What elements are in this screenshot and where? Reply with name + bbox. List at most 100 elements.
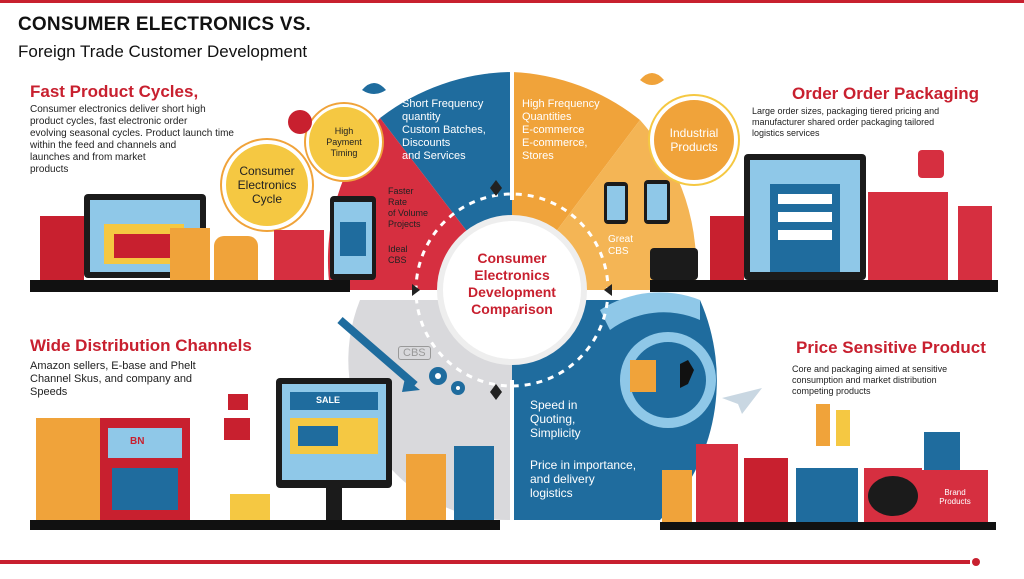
body-line: Amazon sellers, E-base and Phelt xyxy=(30,360,196,372)
blue-bottom-text-1: Speed in Quoting, Simplicity xyxy=(530,398,630,440)
orange-wedge-line: E-commerce xyxy=(522,124,585,136)
blue-bottom-line: Price in importance, xyxy=(530,458,637,472)
orange-storefront xyxy=(36,418,100,520)
page-title: CONSUMER ELECTRONICS VS. xyxy=(18,14,311,35)
body-line: within the feed and channels and xyxy=(30,140,177,151)
bubble-red-small xyxy=(288,110,312,134)
red-building xyxy=(868,192,948,280)
red-wedge-line: Projects xyxy=(388,219,421,229)
heading-fast-product-cycles: Fast Product Cycles, xyxy=(30,82,199,101)
body-line: Channel Skus, and company and xyxy=(30,373,193,385)
bubble-industrial: Industrial Products xyxy=(650,96,738,184)
blue-wedge-line: Discounts xyxy=(402,137,451,149)
orange-parcel xyxy=(406,454,446,520)
body-line: Large order sizes, packaging tiered pric… xyxy=(752,106,940,116)
phone-top-left xyxy=(330,196,376,280)
bubble-line: Electronics xyxy=(237,178,297,192)
orange-wedge-line: Quantities xyxy=(522,111,572,123)
red-crate-a xyxy=(696,444,738,522)
bubble-high-payment: High Payment Timing xyxy=(306,104,382,180)
orange-small-line: CBS xyxy=(608,246,629,257)
red-wedge-line: Ideal xyxy=(388,244,408,254)
bubble-line: Consumer xyxy=(239,164,295,178)
red-box-right xyxy=(864,468,922,522)
blue-shelf xyxy=(454,446,494,520)
center-line-4: Comparison xyxy=(471,301,553,317)
bottom-left-body: Amazon sellers, E-base and Phelt Channel… xyxy=(30,360,250,399)
heading-order-packaging: Order Order Packaging xyxy=(792,84,980,103)
body-line: launches and from market xyxy=(30,152,146,163)
top-left-body: Consumer electronics deliver short high … xyxy=(30,104,240,176)
bottom-accent-bar xyxy=(0,560,970,564)
body-line: logistics services xyxy=(752,128,820,138)
body-line: products xyxy=(30,164,69,175)
body-line: Speeds xyxy=(30,386,68,398)
orange-small-text: Great CBS xyxy=(608,234,648,258)
body-line: product cycles, fast electronic order xyxy=(30,116,188,127)
phone-top-right-b xyxy=(644,180,670,224)
blue-wedge-text: Short Frequency quantity Custom Batches,… xyxy=(402,98,502,163)
orange-box-top-left xyxy=(170,228,210,280)
red-wedge-line: Rate xyxy=(388,197,408,207)
monitor-bottom-left: SALE xyxy=(276,378,392,488)
body-line: manufacturer shared order packaging tail… xyxy=(752,117,935,127)
body-line: competing products xyxy=(792,386,871,396)
yellow-stack xyxy=(230,494,270,520)
blue-bottom-line: Simplicity xyxy=(530,426,581,440)
red-tag-b xyxy=(224,418,250,440)
body-line: evolving seasonal cycles. Product launch… xyxy=(30,128,234,139)
blue-wedge-line: Short Frequency xyxy=(402,98,484,110)
body-line: Core and packaging aimed at sensitive xyxy=(792,364,948,374)
blue-wedge-line: quantity xyxy=(402,111,441,123)
center-line-3: Development xyxy=(468,284,556,300)
red-wedge-line: CBS xyxy=(388,255,407,265)
bubble-consumer-cycle: Consumer Electronics Cycle xyxy=(222,140,312,230)
red-tag-a xyxy=(228,394,248,410)
blue-bottom-text-2: Price in importance, and delivery logist… xyxy=(530,458,670,500)
red-storefront: BN xyxy=(100,418,190,520)
ground-bottom-left xyxy=(30,520,500,530)
top-accent-bar xyxy=(0,0,1024,3)
center-circle xyxy=(437,215,587,365)
red-stack xyxy=(958,206,992,280)
monitor-sale-label: SALE xyxy=(316,395,341,405)
monitor-stand xyxy=(326,488,342,520)
paper-plane-icon xyxy=(722,388,762,414)
blue-wedge-line: Custom Batches, xyxy=(402,124,486,136)
orange-wedge-line: E-commerce, xyxy=(522,137,588,149)
bird-icon-right xyxy=(640,73,664,85)
body-line: consumption and market distribution xyxy=(792,375,937,385)
center-line-2: Electronics xyxy=(474,267,550,283)
heading-price-sensitive: Price Sensitive Product xyxy=(796,338,986,357)
orange-wedge-line: High Frequency xyxy=(522,98,600,110)
tablet-top-right xyxy=(650,248,698,280)
center-line-1: Consumer xyxy=(477,250,547,266)
heading-wide-distribution: Wide Distribution Channels xyxy=(30,336,252,355)
lightblue-arc xyxy=(600,292,700,330)
body-line: Consumer electronics deliver short high xyxy=(30,104,206,115)
orange-wedge-text: High Frequency Quantities E-commerce E-c… xyxy=(522,98,622,163)
monitor-top-right xyxy=(744,154,866,280)
bottom-right-body: Core and packaging aimed at sensitive co… xyxy=(792,364,1002,397)
ground-top-right xyxy=(650,280,998,292)
gift-box-blue xyxy=(924,432,960,470)
blue-wedge-line: and Services xyxy=(402,150,466,162)
top-right-body: Large order sizes, packaging tiered pric… xyxy=(752,106,1012,139)
orange-wedge-line: Stores xyxy=(522,150,554,162)
orange-small-line: Great xyxy=(608,234,634,245)
kettle-shape xyxy=(214,236,258,280)
red-tray xyxy=(274,230,324,280)
red-lamp xyxy=(918,150,944,178)
phone-top-right-a xyxy=(604,182,628,224)
red-crate-b xyxy=(744,458,788,522)
blue-bottom-line: Speed in xyxy=(530,398,578,412)
page-subtitle: Foreign Trade Customer Development xyxy=(18,42,308,61)
orange-shelf-left xyxy=(662,470,692,522)
bubble-line: Industrial xyxy=(669,126,719,140)
blue-bottom-line: logistics xyxy=(530,486,573,500)
orange-bottle-a xyxy=(816,404,830,446)
bubble-line: High xyxy=(334,125,354,136)
red-wedge-line: of Volume xyxy=(388,208,429,218)
red-wedge-line: Faster xyxy=(388,186,414,196)
cbs-tag: CBS xyxy=(398,346,431,360)
